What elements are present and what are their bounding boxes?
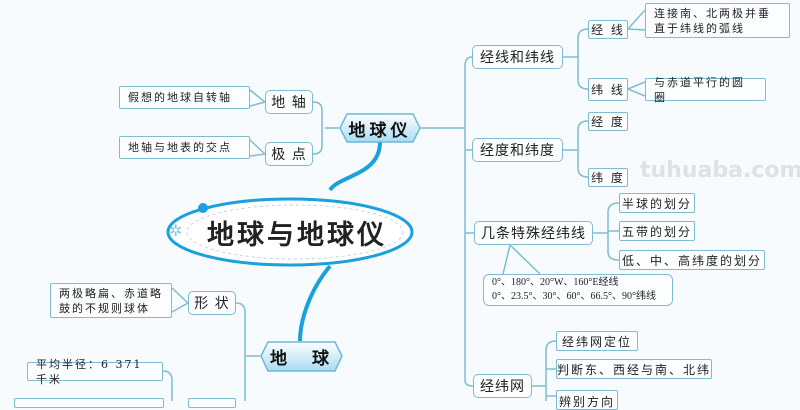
note-cut-off <box>14 398 164 408</box>
note-axis: 假想的地球自转轴 <box>119 86 250 109</box>
node-hemisphere-division[interactable]: 半球的划分 <box>619 193 695 213</box>
note-pole: 地轴与地表的交点 <box>119 136 250 159</box>
node-lon-lat[interactable]: 经度和纬度 <box>472 138 563 162</box>
node-special-lines[interactable]: 几条特殊经纬线 <box>474 221 593 245</box>
watermark: tuhuaba.com <box>640 158 800 183</box>
node-shape[interactable]: 形 状 <box>188 291 236 315</box>
node-grid[interactable]: 经纬网 <box>473 374 532 398</box>
node-pole[interactable]: 极 点 <box>265 142 313 166</box>
node-meridian-parallel[interactable]: 经线和纬线 <box>472 45 563 69</box>
connector-lines <box>162 9 646 401</box>
node-longitude[interactable]: 经 度 <box>588 112 628 131</box>
note-special-lines: 0°、180°、20°W、160°E经线 0°、23.5°、30°、60°、66… <box>483 274 673 306</box>
node-axis[interactable]: 地 轴 <box>265 90 313 114</box>
note-shape: 两极略扁、赤道略鼓的不规则球体 <box>50 283 172 318</box>
node-label: 地球仪 <box>348 120 412 141</box>
central-title: 地球与地球仪 <box>207 219 387 251</box>
node-latitude[interactable]: 纬 度 <box>588 168 628 187</box>
node-parallel[interactable]: 纬 线 <box>588 78 628 101</box>
node-meridian[interactable]: 经 线 <box>588 20 628 39</box>
node-five-zones[interactable]: 五带的划分 <box>619 221 695 241</box>
node-latitude-bands[interactable]: 低、中、高纬度的划分 <box>619 250 765 270</box>
sun-icon: ✲ <box>169 221 183 240</box>
note-radius: 平均半径：6 371千米 <box>27 358 163 386</box>
node-globe-model[interactable]: 地球仪 <box>339 113 421 143</box>
node-grid-lon-lat[interactable]: 判断东、西经与南、北纬 <box>556 359 712 379</box>
note-line: 0°、23.5°、30°、60°、66.5°、90°纬线 <box>492 291 656 302</box>
hexagon-shape <box>260 341 343 372</box>
node-label: 地 球 <box>270 349 333 369</box>
node-earth[interactable]: 地 球 <box>260 341 343 372</box>
note-meridian: 连接南、北两极并垂直于纬线的弧线 <box>645 3 790 38</box>
node-grid-locate[interactable]: 经纬网定位 <box>556 331 638 351</box>
note-line: 0°、180°、20°W、160°E经线 <box>492 277 619 288</box>
note-parallel: 与赤道平行的圆圈 <box>645 76 766 104</box>
central-topic[interactable]: ✲ 地球与地球仪 <box>165 196 415 268</box>
hexagon-shape <box>339 113 421 143</box>
node-cut-off <box>188 398 236 408</box>
central-ellipse <box>166 197 414 267</box>
node-grid-direction[interactable]: 辨别方向 <box>556 390 618 410</box>
